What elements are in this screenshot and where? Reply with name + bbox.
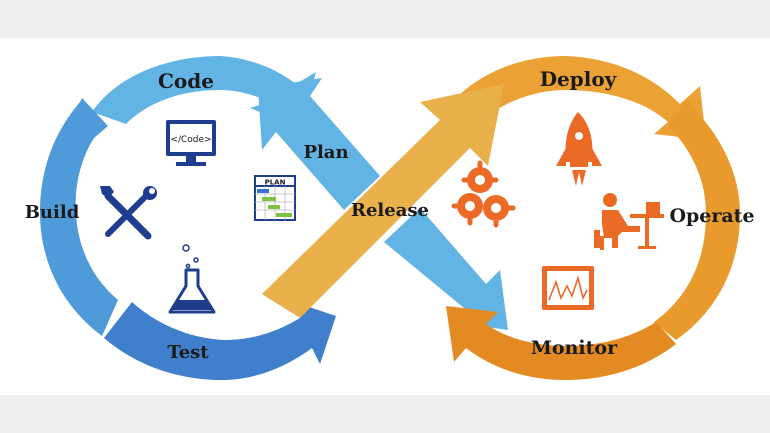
plan-chart-text: PLAN xyxy=(265,179,286,187)
test-arc xyxy=(104,300,336,380)
stage-label-monitor: Monitor xyxy=(531,337,618,359)
release-arrow xyxy=(262,84,504,318)
stage-label-operate: Operate xyxy=(669,205,754,227)
stage-label-deploy: Deploy xyxy=(540,67,618,91)
operate-arc xyxy=(654,100,740,340)
operate-person-icon xyxy=(594,193,664,250)
stage-label-release: Release xyxy=(351,200,429,221)
code-monitor-icon: </Code> xyxy=(166,120,216,166)
deploy-arc xyxy=(458,56,706,140)
build-arc xyxy=(40,98,118,336)
release-gears-icon xyxy=(451,160,516,228)
stage-label-build: Build xyxy=(25,202,80,223)
deploy-rocket-icon xyxy=(556,112,602,186)
plan-chart-icon: PLAN xyxy=(254,175,296,221)
stage-label-test: Test xyxy=(167,342,209,363)
plan-arrow xyxy=(258,78,380,210)
monitor-screen-icon xyxy=(542,266,594,310)
code-monitor-text: </Code> xyxy=(170,135,211,145)
stage-label-plan: Plan xyxy=(303,142,348,163)
test-flask-icon xyxy=(168,244,216,314)
stage-label-code: Code xyxy=(158,69,214,93)
monitor-arc xyxy=(446,306,676,380)
top-band xyxy=(0,0,770,38)
blue-cross-band xyxy=(384,208,508,330)
bottom-band xyxy=(0,395,770,433)
build-tools-icon xyxy=(100,186,157,240)
